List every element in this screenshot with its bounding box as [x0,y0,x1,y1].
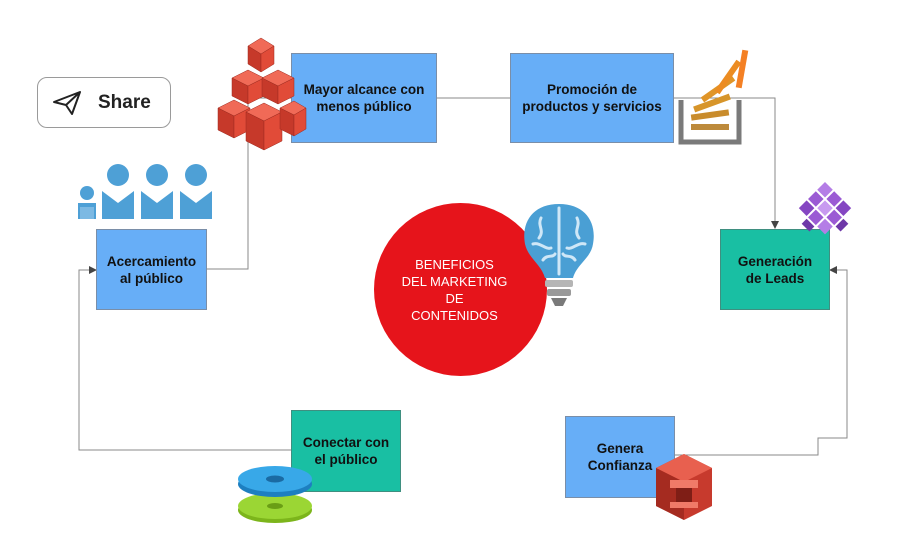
node-conectar-label: Conectar con el público [302,435,390,467]
connector-conectar-acercamiento [78,266,291,451]
node-acercamiento-label: Acercamiento al público [106,253,197,286]
center-title: BENEFICIOS DEL MARKETING DE CONTENIDOS [401,256,508,323]
node-acercamiento[interactable]: Acercamiento al público [96,229,207,310]
node-promocion-label: Promoción de productos y servicios [522,82,662,114]
node-generacion-leads[interactable]: Generación de Leads [720,229,830,310]
cubes-icon [217,37,307,151]
share-label: Share [98,91,151,113]
purple-grid-icon [798,182,852,235]
red-block-icon [656,454,712,520]
center-circle: BENEFICIOS DEL MARKETING DE CONTENIDOS [374,203,547,376]
node-mayor-alcance[interactable]: Mayor alcance con menos público [291,53,437,143]
node-genera-confianza-label: Genera Confianza [587,441,653,473]
share-button[interactable]: Share [37,77,171,128]
connector-confianza-generacion [675,266,848,456]
stack-overflow-icon [678,49,749,145]
brain-bulb-icon [524,204,594,306]
people-group-icon [78,164,212,219]
share-send-icon [53,90,81,115]
node-genera-confianza[interactable]: Genera Confianza [565,416,675,498]
disc-stack-icon [238,466,312,523]
node-promocion[interactable]: Promoción de productos y servicios [510,53,674,143]
node-generacion-label: Generación de Leads [737,253,813,286]
node-mayor-alcance-label: Mayor alcance con menos público [303,82,425,114]
